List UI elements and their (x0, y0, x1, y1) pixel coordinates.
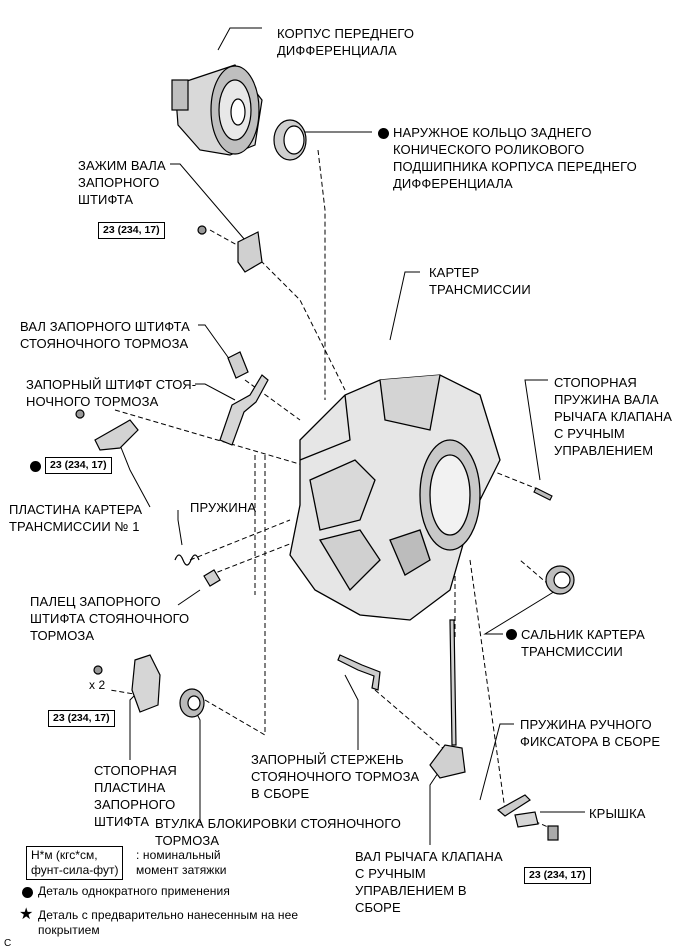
label-shaft-clamp: ЗАЖИМ ВАЛА ЗАПОРНОГО ШТИФТА (78, 158, 166, 207)
label-oil-seal: САЛЬНИК КАРТЕРА ТРАНСМИССИИ (521, 627, 645, 659)
torque-box-3: 23 (234, 17) (48, 710, 115, 727)
label-case-plate: ПЛАСТИНА КАРТЕРА ТРАНСМИССИИ № 1 (9, 502, 143, 534)
label-stop-plate: СТОПОРНАЯ ПЛАСТИНА ЗАПОРНОГО ШТИФТА (94, 763, 177, 829)
leader-oil-seal (483, 584, 566, 635)
label-pawl-pin: ПАЛЕЦ ЗАПОРНОГО ШТИФТА СТОЯНОЧНОГО ТОРМО… (30, 594, 190, 643)
label-parking-rod: ЗАПОРНЫЙ СТЕРЖЕНЬ СТОЯНОЧНОГО ТОРМОЗА В … (251, 752, 420, 801)
leader-parking-rod (344, 674, 359, 750)
torque-box-1: 23 (234, 17) (98, 222, 165, 239)
legend-precoated: Деталь с предварительно нанесенным на не… (38, 908, 299, 937)
leader-shaft-clamp (170, 163, 246, 241)
label-pawl: ЗАПОРНЫЙ ШТИФТ СТОЯ- НОЧНОГО ТОРМОЗА (26, 377, 197, 409)
torque-box-2: 23 (234, 17) (45, 457, 112, 474)
leader-manual-shaft (429, 769, 441, 845)
leader-front-diff (217, 27, 262, 51)
case-plate-part (75, 409, 139, 451)
oil-seal-part (545, 565, 575, 595)
legend-dot-icon (22, 887, 33, 898)
transmission-case-part (289, 374, 501, 621)
legend-units-desc: : номинальный момент затяжки (136, 848, 227, 877)
bushing-part (179, 688, 205, 718)
label-transmission-case: КАРТЕР ТРАНСМИССИИ (429, 265, 531, 297)
detent-spring-shaft-part (533, 487, 553, 501)
stop-plate-part (93, 654, 161, 713)
leader-detent-assy (479, 723, 514, 801)
label-detent-spring-assy: ПРУЖИНА РУЧНОГО ФИКСАТОРА В СБОРЕ (520, 717, 661, 749)
leader-pawl-pin (177, 589, 201, 606)
shaft-clamp-part (197, 225, 263, 273)
legend-non-reusable: Деталь однократного применения (38, 884, 230, 898)
leader-pawl-shaft (198, 324, 231, 361)
label-cover: КРЫШКА (589, 806, 646, 821)
leader-case-plate (117, 439, 151, 508)
pawl-shaft-part (227, 351, 249, 379)
label-detent-spring-shaft: СТОПОРНАЯ ПРУЖИНА ВАЛА РЫЧАГА КЛАПАНА С … (554, 375, 673, 458)
legend-star-icon: ★ (19, 906, 34, 923)
label-outer-race: НАРУЖНОЕ КОЛЬЦО ЗАДНЕГО КОНИЧЕСКОГО РОЛИ… (393, 125, 637, 191)
spring-part (174, 554, 200, 566)
label-x2: x 2 (89, 678, 106, 692)
outer-race-part (273, 119, 307, 161)
leader-trans-case (389, 271, 420, 341)
leader-detent-spring-shaft (524, 379, 548, 481)
cover-part (514, 811, 559, 841)
leader-bushing (194, 709, 201, 823)
torque-box-4: 23 (234, 17) (524, 867, 591, 884)
label-manual-shaft: ВАЛ РЫЧАГА КЛАПАНА С РУЧНЫМ УПРАВЛЕНИЕМ … (355, 849, 503, 915)
corner-mark: C (4, 938, 12, 949)
label-spring: ПРУЖИНА (190, 500, 257, 515)
legend-units-box: Н*м (кгс*см, фунт-сила-фут) (26, 846, 124, 880)
leader-spring (177, 510, 183, 546)
detent-spring-assy-part (496, 794, 531, 817)
leader-pawl (195, 383, 236, 401)
manual-shaft-part (429, 619, 466, 779)
non-reusable-marker (30, 461, 41, 472)
non-reusable-marker (506, 629, 517, 640)
pawl-pin-part (203, 569, 221, 587)
parking-pawl-part (219, 374, 269, 446)
non-reusable-marker (378, 128, 389, 139)
parking-rod-part (337, 654, 381, 691)
label-front-diff-case: КОРПУС ПЕРЕДНЕГО ДИФФЕРЕНЦИАЛА (277, 26, 415, 58)
front-differential-case-part (171, 64, 263, 156)
label-pawl-shaft: ВАЛ ЗАПОРНОГО ШТИФТА СТОЯНОЧНОГО ТОРМОЗА (20, 319, 190, 351)
label-bushing: ВТУЛКА БЛОКИРОВКИ СТОЯНОЧНОГО ТОРМОЗА (155, 816, 401, 848)
